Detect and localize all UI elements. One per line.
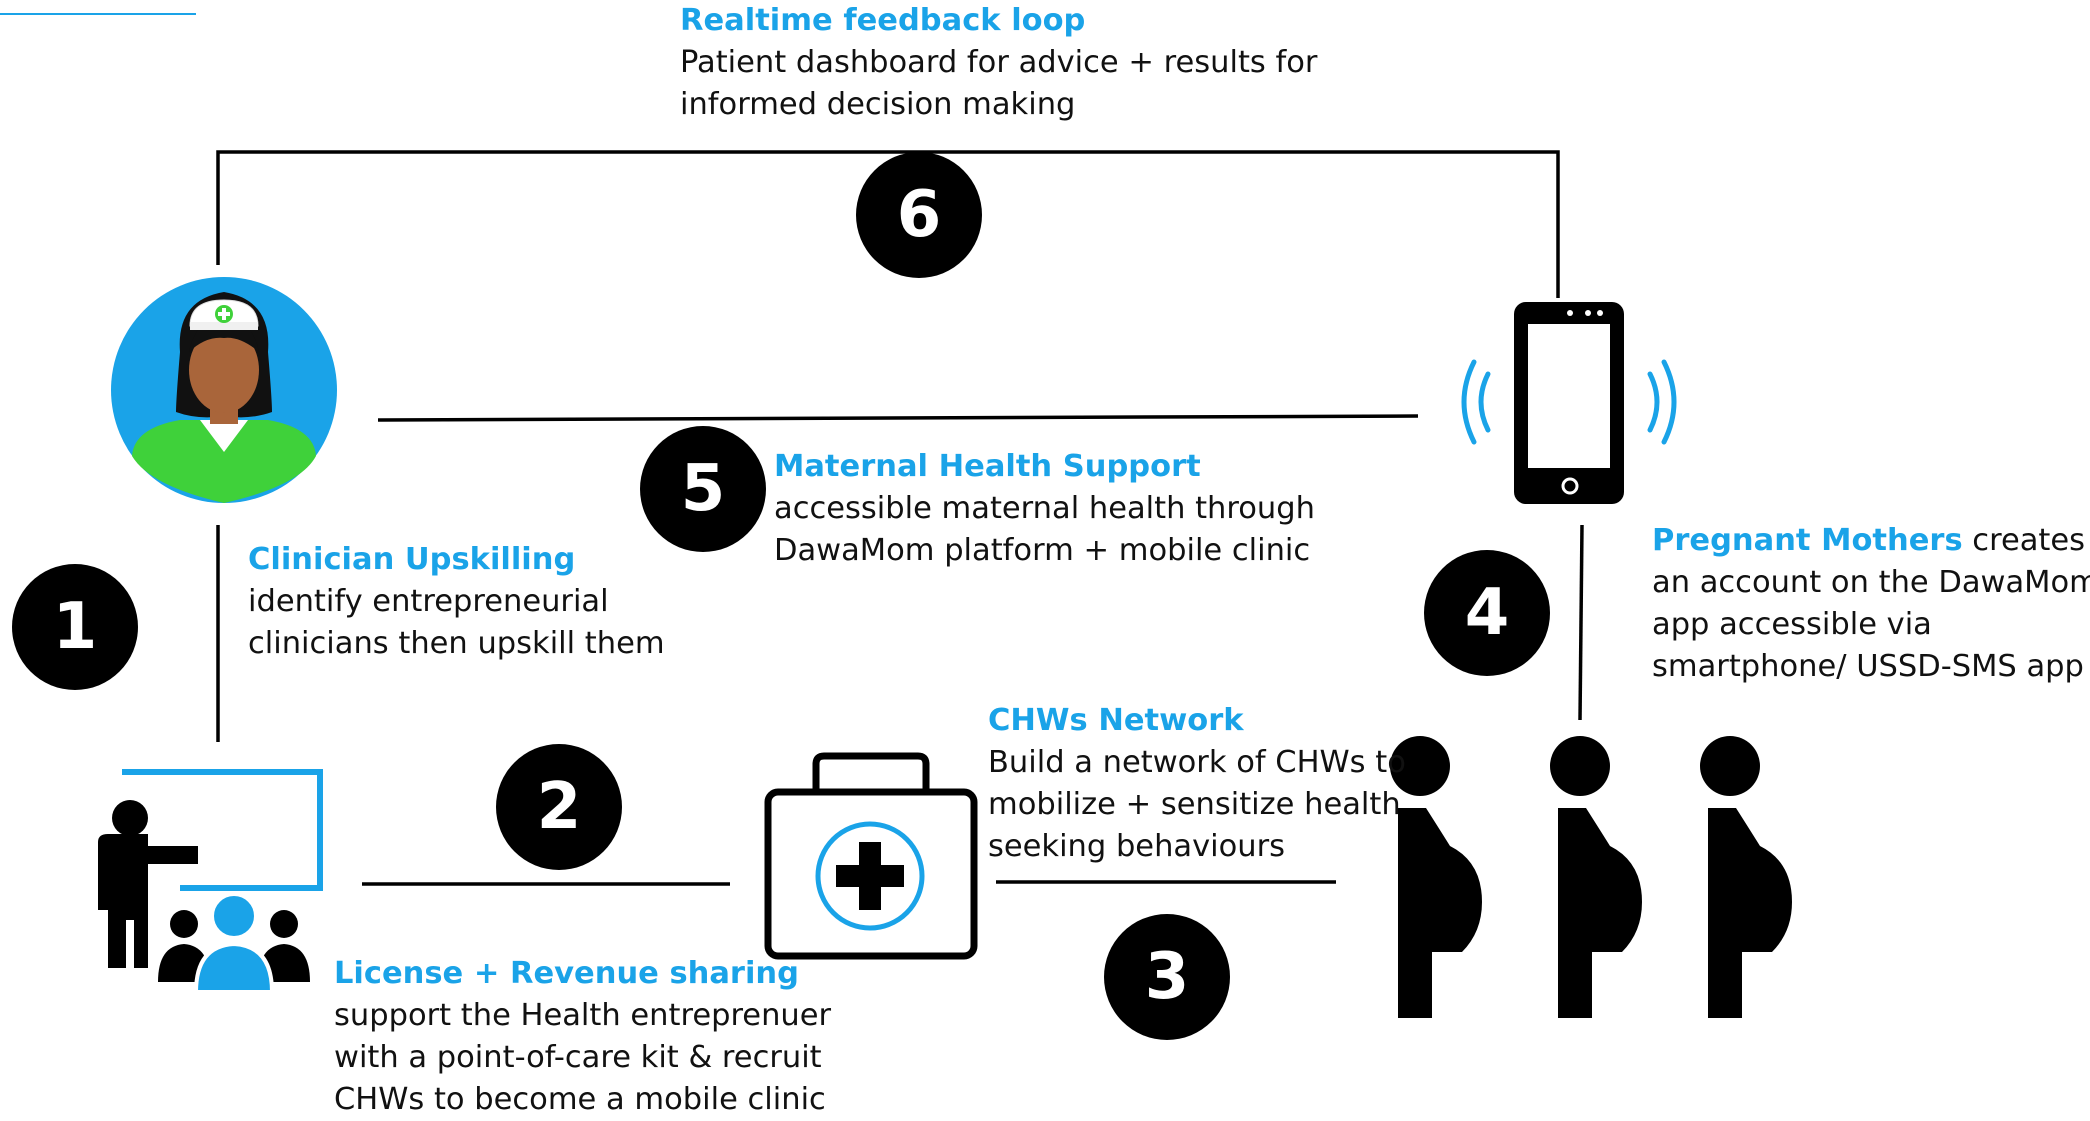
- pregnant-woman-1: [1390, 736, 1482, 1018]
- pregnant-woman-3: [1700, 736, 1792, 1018]
- step-5-line-2: DawaMom platform + mobile clinic: [774, 533, 1311, 568]
- support-line: [377, 414, 1419, 422]
- step-2-line-2: with a point-of-care kit & recruit: [334, 1040, 822, 1075]
- step-2-badge: 2: [496, 744, 622, 870]
- step-5-text: Maternal Health Support accessible mater…: [774, 446, 1315, 572]
- step-2-line-1: support the Health entreprenuer: [334, 998, 832, 1033]
- step-3-badge: 3: [1104, 914, 1230, 1040]
- pregnant-women-icon: [1390, 736, 1792, 1018]
- step-6-text: Realtime feedback loop Patient dashboard…: [680, 0, 1317, 126]
- step-3-line-3: seeking behaviours: [988, 829, 1286, 864]
- step-5-line-1: accessible maternal health through: [774, 491, 1315, 526]
- step-3-line-2: mobilize + sensitize health: [988, 787, 1401, 822]
- pregnant-woman-2: [1550, 736, 1642, 1018]
- trainer-classroom-icon: [98, 769, 323, 994]
- step-6-title: Realtime feedback loop: [680, 3, 1086, 38]
- step-5-badge: 5: [640, 426, 766, 552]
- step-1-line-1: identify entrepreneurial: [248, 584, 609, 619]
- step-1-badge: 1: [12, 564, 138, 690]
- step-6-line-1: Patient dashboard for advice + results f…: [680, 45, 1318, 80]
- step-2-line-3: CHWs to become a mobile clinic: [334, 1082, 826, 1117]
- step-4-title-line: Pregnant Mothers creates: [1652, 520, 2090, 562]
- smartphone-signal-icon: [1461, 302, 1677, 504]
- step-4-line-1: an account on the DawaMom: [1652, 565, 2090, 600]
- step-4-text: Pregnant Mothers creates an account on t…: [1652, 520, 2090, 688]
- feedback-loop-line: [216, 150, 1560, 298]
- step-5-title: Maternal Health Support: [774, 449, 1201, 484]
- step-4-line-2: app accessible via: [1652, 607, 1932, 642]
- step-4-line-3: smartphone/ USSD-SMS app: [1652, 649, 2084, 684]
- step-4-title: Pregnant Mothers: [1652, 523, 1963, 558]
- step-1-title: Clinician Upskilling: [248, 542, 576, 577]
- step-4-badge: 4: [1424, 550, 1550, 676]
- mother-phone-line: [1578, 524, 1584, 721]
- step-2-text: License + Revenue sharing support the He…: [334, 953, 831, 1121]
- step-2-title: License + Revenue sharing: [334, 956, 799, 991]
- nurse-avatar-icon: [111, 277, 337, 503]
- step-1-text: Clinician Upskilling identify entreprene…: [248, 539, 665, 665]
- step-1-line-2: clinicians then upskill them: [248, 626, 665, 661]
- step-6-line-2: informed decision making: [680, 87, 1076, 122]
- step-3-line-1: Build a network of CHWs to: [988, 745, 1406, 780]
- step-6-badge: 6: [856, 152, 982, 278]
- medical-kit-icon: [764, 752, 978, 960]
- step-3-title: CHWs Network: [988, 703, 1244, 738]
- connector-lines: [216, 150, 1584, 886]
- step-3-text: CHWs Network Build a network of CHWs to …: [988, 700, 1406, 868]
- step-4-title-suffix: creates: [1962, 523, 2086, 558]
